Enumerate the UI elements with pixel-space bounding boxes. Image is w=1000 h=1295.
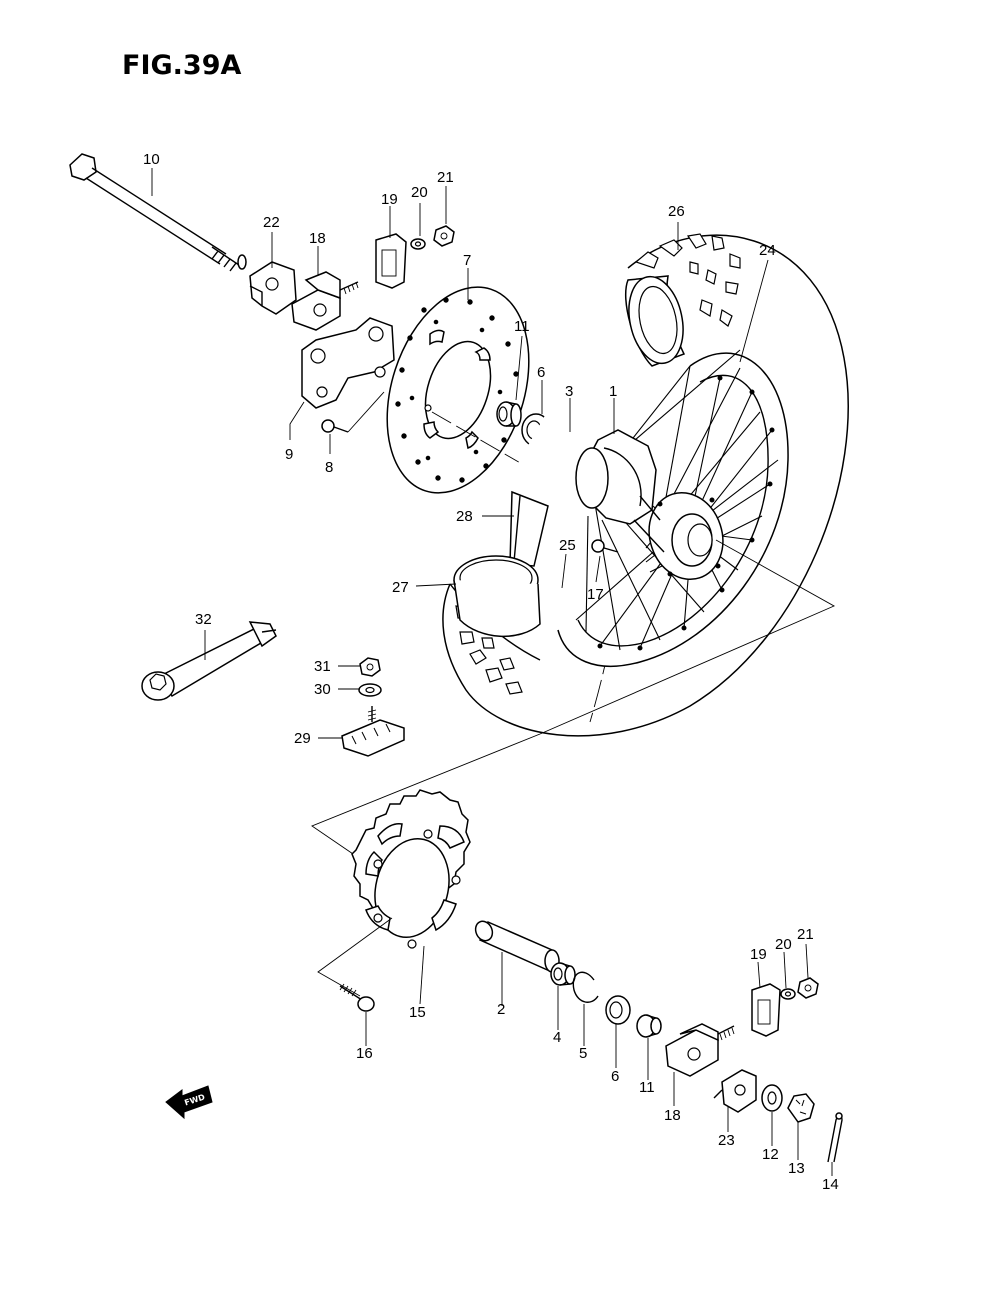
callout-23: 23 <box>718 1132 735 1149</box>
caliper-bolt <box>321 419 349 433</box>
figure-title: FIG.39A <box>122 50 241 81</box>
callout-24: 24 <box>759 242 776 259</box>
callout-2: 2 <box>497 1001 505 1018</box>
callout-5: 5 <box>579 1045 587 1062</box>
callout-21: 21 <box>437 169 454 186</box>
callout-22: 22 <box>263 214 280 231</box>
sprocket-guide-line <box>311 733 541 857</box>
hub-spacer-bottom <box>636 1014 662 1038</box>
rear-wheel-hub <box>575 429 724 581</box>
axle-plate-bottom <box>713 1069 757 1113</box>
callout-7: 7 <box>463 252 471 269</box>
circlip <box>572 971 599 1003</box>
callout-6-bottom: 6 <box>611 1068 619 1085</box>
axle-washer <box>761 1084 783 1112</box>
callout-15: 15 <box>409 1004 426 1021</box>
callout-20-bottom: 20 <box>775 936 792 953</box>
callout-31: 31 <box>314 658 331 675</box>
callout-30: 30 <box>314 681 331 698</box>
rim-lock-nut <box>359 657 381 677</box>
callout-16: 16 <box>356 1045 373 1062</box>
washer-bottom <box>780 988 796 1000</box>
callout-3: 3 <box>565 383 573 400</box>
rim-lock-washer <box>358 683 382 697</box>
callout-11: 11 <box>514 318 530 335</box>
callout-11-bottom: 11 <box>639 1079 655 1096</box>
leader-lines <box>151 168 833 1176</box>
hub-spacer-top <box>496 401 522 427</box>
washer-top <box>410 238 426 250</box>
hub-bolt <box>591 539 619 553</box>
callout-6: 6 <box>537 364 545 381</box>
spoke-wrench-tool <box>141 621 277 701</box>
callout-20: 20 <box>411 184 428 201</box>
callout-21-bottom: 21 <box>797 926 814 943</box>
brake-disc <box>386 286 530 494</box>
callout-17: 17 <box>587 586 604 603</box>
callout-29: 29 <box>294 730 311 747</box>
callout-8: 8 <box>325 459 333 476</box>
axle-adjuster-plate <box>249 261 297 315</box>
bolt-guide-line <box>347 391 385 433</box>
brake-caliper-bracket <box>301 317 395 409</box>
cotter-pin <box>827 1112 843 1163</box>
oil-seal-bottom <box>605 995 631 1025</box>
callout-26: 26 <box>668 203 685 220</box>
axle-block-top <box>375 233 407 289</box>
callout-18-bottom: 18 <box>664 1107 681 1124</box>
sprocket-bolt <box>339 983 375 1012</box>
rim-lock <box>341 706 405 757</box>
chain-adjuster-top <box>291 271 359 331</box>
chain-adjuster-bottom <box>665 1023 735 1077</box>
axle-part <box>69 153 247 272</box>
callout-19: 19 <box>381 191 398 208</box>
axle-castle-nut <box>787 1093 815 1123</box>
inner-tube <box>453 555 541 637</box>
callout-18: 18 <box>309 230 326 247</box>
hub-spacer-tube <box>474 920 560 974</box>
nut-top <box>433 225 455 247</box>
callout-10: 10 <box>143 151 160 168</box>
callout-28: 28 <box>456 508 473 525</box>
forward-direction-badge: FWD <box>165 1085 213 1120</box>
callout-4: 4 <box>553 1029 561 1046</box>
callout-labels: 10 19 20 21 22 18 26 24 7 11 6 3 1 9 8 2… <box>143 151 839 1193</box>
callout-25: 25 <box>559 537 576 554</box>
rear-sprocket <box>351 789 471 949</box>
sprocket-bolt-guide <box>317 917 393 997</box>
callout-9: 9 <box>285 446 293 463</box>
callout-13: 13 <box>788 1160 805 1177</box>
nut-bottom <box>797 977 819 999</box>
hub-to-sprocket-line <box>539 539 836 735</box>
callout-12: 12 <box>762 1146 779 1163</box>
wheel-bearing-right <box>550 962 576 986</box>
callout-14: 14 <box>822 1176 839 1193</box>
callout-1: 1 <box>609 383 617 400</box>
callout-27: 27 <box>392 579 409 596</box>
axle-block-bottom <box>751 983 781 1037</box>
callout-32: 32 <box>195 611 212 628</box>
rim-band <box>509 490 549 567</box>
callout-19-bottom: 19 <box>750 946 767 963</box>
